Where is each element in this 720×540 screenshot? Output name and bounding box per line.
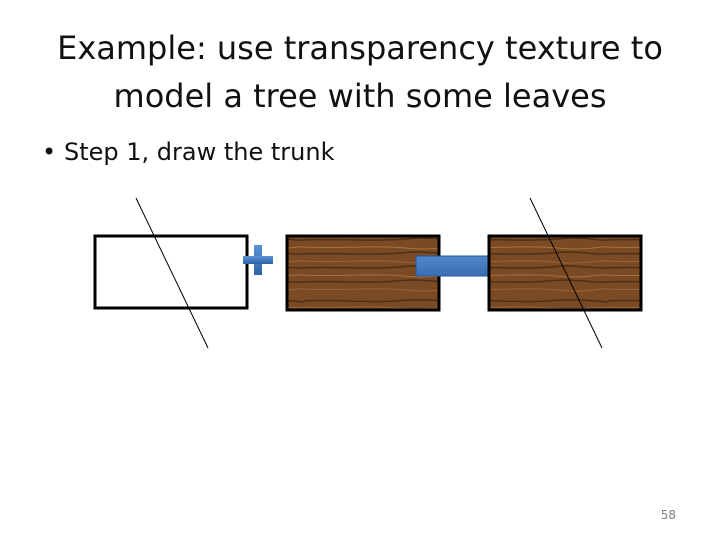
white-rectangle [95, 198, 247, 348]
page-number: 58 [661, 508, 676, 522]
textured-result-rectangle [489, 198, 641, 348]
